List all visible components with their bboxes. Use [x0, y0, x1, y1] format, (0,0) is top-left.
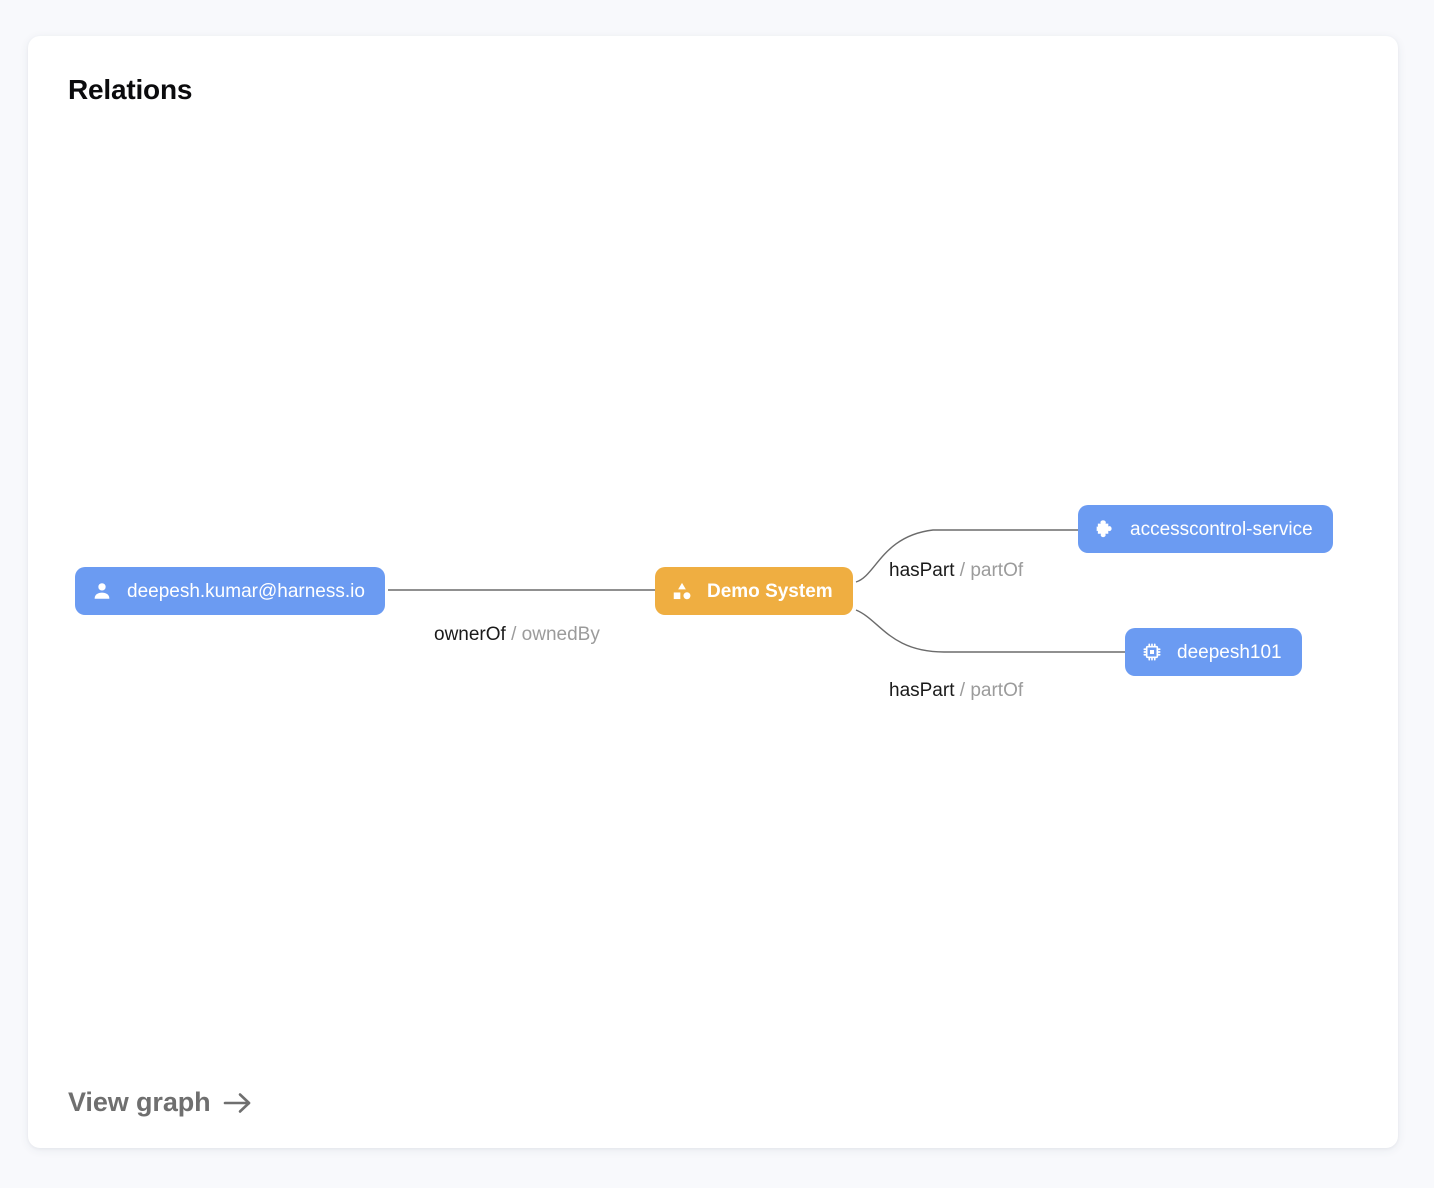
edge-label-primary: hasPart	[889, 560, 955, 581]
graph-node-user[interactable]: deepesh.kumar@harness.io	[75, 567, 385, 615]
graph-node-label: accesscontrol-service	[1130, 518, 1313, 540]
edge-label-primary: hasPart	[889, 680, 955, 701]
relations-graph[interactable]: deepesh.kumar@harness.io Demo System acc…	[28, 36, 1398, 1148]
graph-node-component[interactable]: deepesh101	[1125, 628, 1302, 676]
graph-node-label: deepesh.kumar@harness.io	[127, 580, 365, 602]
edge-label-primary: ownerOf	[434, 624, 506, 645]
edge-label-haspart-bottom: hasPart / partOf	[889, 681, 1023, 700]
graph-node-service[interactable]: accesscontrol-service	[1078, 505, 1333, 553]
arrow-right-icon	[223, 1090, 253, 1116]
edge-label-separator: /	[505, 624, 522, 645]
view-graph-label: View graph	[68, 1087, 211, 1117]
relations-card: Relations deepesh.kumar@harness.io	[28, 36, 1398, 1148]
person-icon	[91, 580, 113, 602]
edge-label-separator: /	[954, 680, 971, 701]
edge-label-haspart-top: hasPart / partOf	[889, 561, 1023, 580]
graph-node-label: deepesh101	[1177, 641, 1282, 663]
view-graph-link[interactable]: View graph	[68, 1087, 253, 1118]
graph-node-system[interactable]: Demo System	[655, 567, 853, 615]
graph-node-label: Demo System	[707, 580, 833, 602]
edge-label-separator: /	[954, 560, 971, 581]
puzzle-piece-icon	[1094, 518, 1116, 540]
edge-label-secondary: ownedBy	[521, 624, 600, 645]
memory-chip-icon	[1141, 641, 1163, 663]
edge-label-secondary: partOf	[970, 560, 1024, 581]
edge-label-secondary: partOf	[970, 680, 1024, 701]
edge-label-owner: ownerOf / ownedBy	[434, 625, 600, 644]
category-shapes-icon	[671, 580, 693, 602]
page-title: Relations	[68, 74, 193, 105]
edge-line-haspart-bottom	[855, 609, 1125, 653]
